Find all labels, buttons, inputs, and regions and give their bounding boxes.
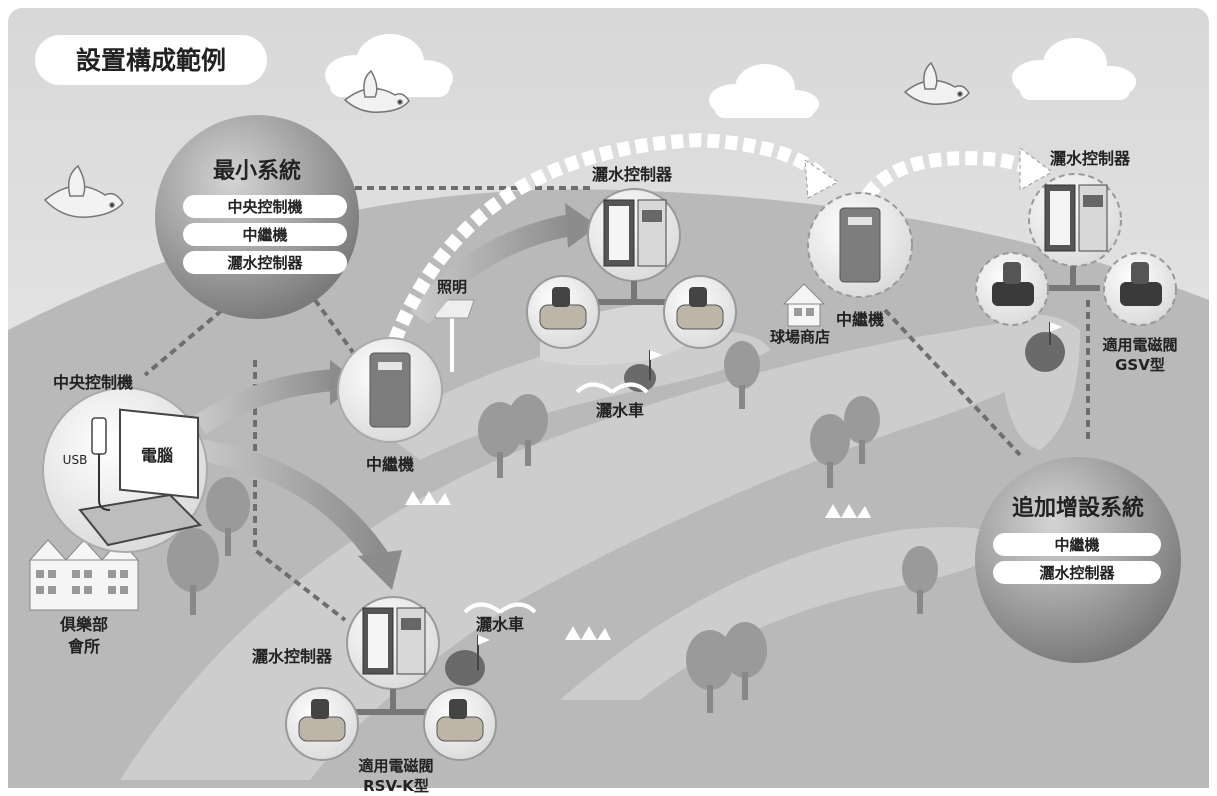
- computer-label: 電腦: [141, 446, 173, 465]
- shrub-icon: [825, 504, 871, 518]
- arrow-dashed: [862, 147, 1053, 200]
- tree-icon: [844, 396, 880, 464]
- add-system-item: 中繼機: [1054, 536, 1099, 554]
- page-title: 設置構成範例: [76, 46, 226, 75]
- label-valve-gsv: 適用電磁閥: [1102, 336, 1177, 354]
- label-sprinkler-controller: 灑水控制器: [1050, 149, 1131, 168]
- connection-lines: [143, 186, 1090, 622]
- label-lighting: 照明: [437, 278, 467, 296]
- title-pill: 設置構成範例: [35, 35, 267, 85]
- valve-circle: [975, 252, 1049, 326]
- clubhouse-icon: [28, 539, 140, 611]
- tree-icon: [167, 528, 219, 615]
- repeater-right-circle: [807, 192, 913, 298]
- cloud-icon: [709, 64, 819, 118]
- sprinkler-icon: [575, 382, 649, 394]
- tree-icon: [902, 546, 938, 614]
- sprinkler-icon: [463, 602, 537, 614]
- valve-circle: [663, 275, 737, 349]
- bird-icon: [343, 69, 410, 113]
- valve-circle: [423, 687, 497, 761]
- add-system-heading: 追加增設系統: [1012, 495, 1144, 521]
- tree-icon: [724, 341, 760, 409]
- computer-circle: 電腦 USB: [42, 387, 208, 553]
- valve-circle: [1103, 252, 1177, 326]
- tree-icon: [810, 414, 850, 488]
- min-system-item: 中央控制機: [227, 198, 302, 216]
- label-clubhouse: 俱樂部: [59, 615, 108, 634]
- arrow-solid: [198, 439, 402, 590]
- label-sprinkler: 灑水車: [596, 401, 644, 420]
- tree-icon: [508, 394, 548, 466]
- bird-icon: [903, 61, 970, 105]
- shrub-icon: [565, 626, 611, 640]
- cloud-icon: [1012, 38, 1136, 100]
- fairway: [560, 527, 1010, 700]
- valve-circle: [526, 275, 600, 349]
- label-repeater: 中繼機: [366, 455, 414, 474]
- tree-icon: [723, 622, 767, 700]
- add-system-item: 灑水控制器: [1039, 564, 1115, 582]
- arrow-solid: [410, 203, 598, 325]
- label-sprinkler-controller: 灑水控制器: [592, 165, 673, 184]
- min-system-bubble: 最小系統 中央控制機 中繼機 灑水控制器: [155, 115, 359, 319]
- controller-top-circle: [587, 188, 681, 305]
- min-system-item: 中繼機: [242, 226, 287, 244]
- usb-icon: [91, 417, 111, 511]
- label-shop: 球場商店: [770, 328, 830, 346]
- min-system-item: 灑水控制器: [227, 254, 303, 272]
- label-valve-rsvk: 適用電磁閥: [358, 757, 433, 775]
- laptop-icon: [78, 408, 203, 547]
- bird-icon: [43, 164, 124, 218]
- min-system-heading: 最小系統: [213, 158, 301, 184]
- controller-bottom-circle: [346, 596, 440, 715]
- label-repeater: 中繼機: [836, 310, 884, 329]
- repeater-left-circle: [337, 337, 443, 443]
- fairway: [380, 330, 770, 460]
- shop-icon: [782, 283, 826, 327]
- tree-icon: [686, 630, 734, 713]
- flag-icon: [1025, 322, 1065, 372]
- shrub-icon: [405, 491, 451, 505]
- add-system-bubble: 追加增設系統 中繼機 灑水控制器: [975, 457, 1181, 663]
- label-sprinkler-controller: 灑水控制器: [252, 647, 333, 666]
- label-sprinkler: 灑水車: [476, 615, 524, 634]
- tree-icon: [206, 477, 250, 556]
- label-clubhouse: 會所: [67, 637, 100, 656]
- label-valve-gsv: GSV型: [1115, 356, 1165, 374]
- label-central-controller: 中央控制機: [53, 373, 133, 392]
- flag-icon: [445, 635, 490, 686]
- controller-right-circle: [1028, 173, 1122, 291]
- usb-label: USB: [63, 453, 88, 467]
- label-valve-rsvk: RSV-K型: [363, 777, 429, 795]
- arrow-dashed: [388, 132, 839, 343]
- valve-circle: [285, 687, 359, 761]
